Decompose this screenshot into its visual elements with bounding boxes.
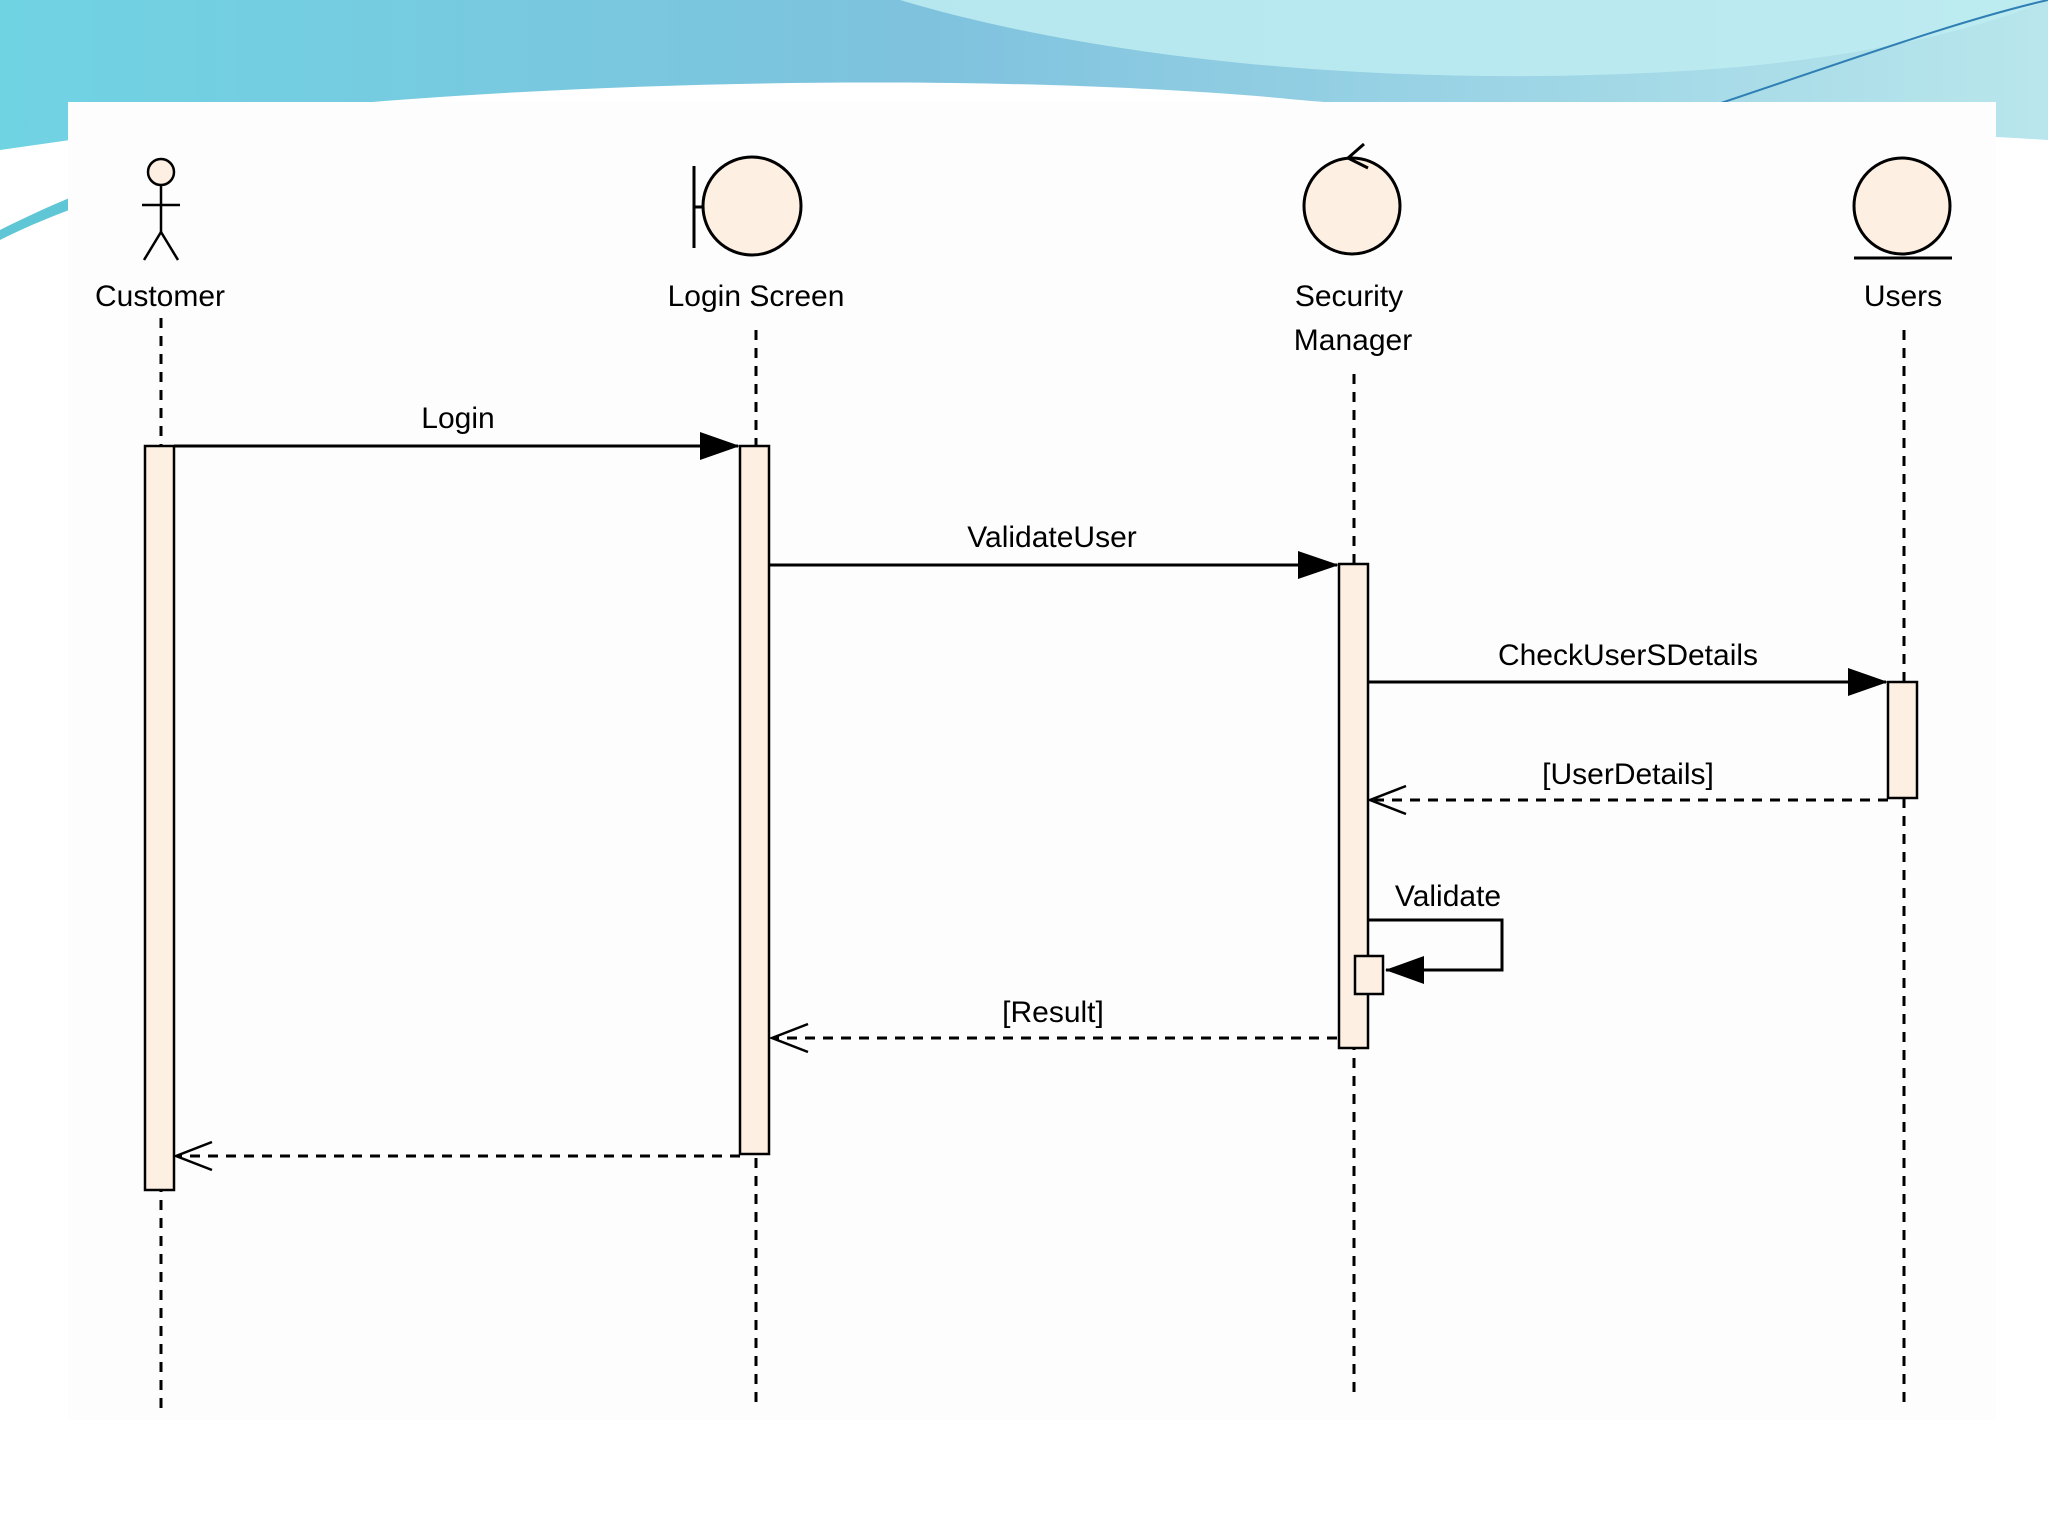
message-validate-self[interactable]: Validate xyxy=(1368,880,1504,984)
activation-bar-security-manager-self xyxy=(1353,954,1385,996)
message-label-login: Login xyxy=(421,402,494,435)
message-validate-user[interactable]: ValidateUser xyxy=(769,521,1339,579)
entity-icon xyxy=(1852,156,1952,260)
participant-login-screen[interactable]: Login Screen xyxy=(668,155,845,313)
message-label-check-user-details: CheckUserSDetails xyxy=(1498,639,1758,672)
activation-bar-login-screen xyxy=(738,444,771,1156)
boundary-icon xyxy=(692,155,803,257)
participant-customer[interactable]: Customer xyxy=(95,157,225,313)
participant-label-users: Users xyxy=(1864,280,1942,313)
header-swoosh-line xyxy=(1699,0,2048,111)
activation-bar-customer xyxy=(143,444,176,1192)
participant-users[interactable]: Users xyxy=(1852,156,1952,313)
activation-bar-users xyxy=(1886,680,1919,800)
header-swoosh-light xyxy=(900,0,2048,77)
participant-label-customer: Customer xyxy=(95,280,225,313)
participant-label-security-manager-line2: Manager xyxy=(1294,324,1412,357)
participant-label-security-manager-line1: Security xyxy=(1295,280,1403,313)
message-return-to-customer[interactable] xyxy=(172,1140,740,1172)
control-icon xyxy=(1302,142,1402,256)
message-label-user-details: [UserDetails] xyxy=(1542,758,1714,791)
actor-icon xyxy=(142,157,180,261)
message-user-details-return[interactable]: [UserDetails] xyxy=(1366,758,1888,816)
diagram-panel xyxy=(68,102,1996,1420)
message-label-result: [Result] xyxy=(1002,996,1104,1029)
message-result-return[interactable]: [Result] xyxy=(768,996,1337,1054)
participant-label-login-screen: Login Screen xyxy=(668,280,845,313)
participant-security-manager[interactable]: Security Manager xyxy=(1294,142,1412,357)
message-login[interactable]: Login xyxy=(174,402,740,460)
message-label-validate: Validate xyxy=(1395,880,1501,913)
message-label-validate-user: ValidateUser xyxy=(967,521,1137,554)
message-check-user-details[interactable]: CheckUserSDetails xyxy=(1368,639,1888,696)
